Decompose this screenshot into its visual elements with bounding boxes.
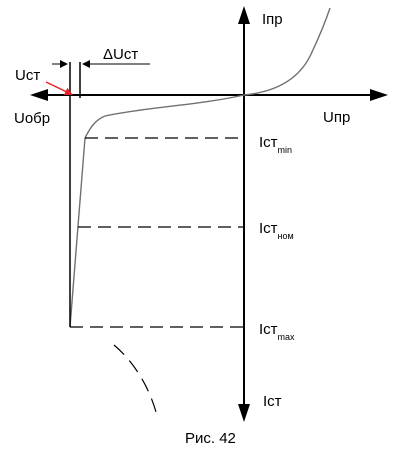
ist-max-main: Iст bbox=[259, 321, 278, 338]
u-st-label: Uст bbox=[15, 67, 40, 84]
ist-max-sub: max bbox=[278, 332, 296, 342]
delta-arrow-right bbox=[82, 60, 90, 68]
ist-nom-main: Iст bbox=[259, 220, 278, 237]
ist-nom-sub: ном bbox=[278, 231, 294, 241]
ist-min-label: Iстmin bbox=[259, 134, 292, 155]
u-st-pointer-arrow bbox=[45, 81, 73, 96]
ist-min-sub: min bbox=[278, 145, 293, 155]
x-negative-label: Uобр bbox=[14, 110, 50, 127]
y-negative-label: Iст bbox=[263, 393, 282, 410]
vertical-axis-arrow-down bbox=[238, 404, 250, 422]
horizontal-axis-arrow-right bbox=[370, 89, 388, 101]
delta-u-st-label: ΔUст bbox=[103, 46, 138, 63]
ist-nom-label: Iстном bbox=[259, 220, 294, 241]
delta-arrow-left bbox=[60, 60, 68, 68]
figure-caption: Рис. 42 bbox=[185, 430, 236, 447]
horizontal-axis-arrow-left bbox=[30, 89, 48, 101]
ist-min-main: Iст bbox=[259, 134, 278, 151]
forward-branch-curve bbox=[243, 7, 331, 96]
reverse-knee-curve bbox=[84, 94, 245, 139]
breakdown-line bbox=[69, 137, 86, 328]
vertical-axis-arrow-up bbox=[238, 6, 250, 24]
dashed-continuation-curve bbox=[113, 344, 157, 413]
y-positive-label: Iпр bbox=[262, 11, 283, 28]
x-positive-label: Uпр bbox=[323, 109, 350, 126]
ist-max-label: Iстmax bbox=[259, 321, 295, 342]
